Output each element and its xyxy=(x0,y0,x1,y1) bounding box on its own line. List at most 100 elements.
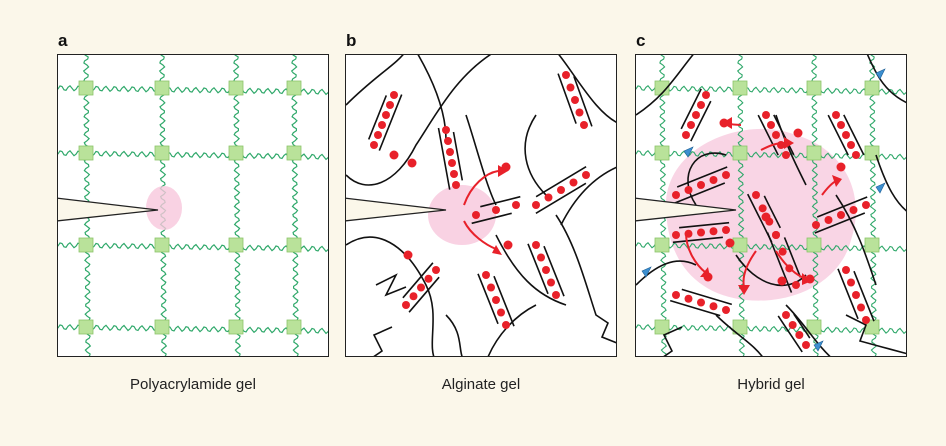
alginate-chain xyxy=(680,88,702,130)
calcium-ion xyxy=(512,201,520,209)
calcium-ion xyxy=(382,111,390,119)
calcium-ion xyxy=(492,206,500,214)
calcium-ion xyxy=(544,193,553,202)
calcium-ion xyxy=(837,211,845,219)
calcium-ion xyxy=(402,301,410,309)
damage-zone xyxy=(146,186,182,230)
calcium-ion xyxy=(448,159,456,167)
crosslink-square xyxy=(732,80,748,96)
alginate-chain xyxy=(573,76,593,127)
crosslink-square xyxy=(654,80,670,96)
alginate-chain xyxy=(346,236,435,356)
crosslink-square xyxy=(654,145,670,161)
alginate-chain xyxy=(555,214,616,344)
calcium-ion xyxy=(697,181,705,189)
calcium-ion xyxy=(692,111,700,119)
calcium-ion xyxy=(386,101,394,109)
panel-polyacrylamide xyxy=(57,54,329,357)
covalent-crosslink xyxy=(875,68,886,80)
calcium-ion xyxy=(424,274,433,283)
alginate-chain xyxy=(866,55,906,104)
alginate-chain xyxy=(669,299,721,317)
calcium-ion xyxy=(758,204,767,213)
calcium-ion xyxy=(802,341,810,349)
calcium-ion xyxy=(772,231,780,239)
calcium-ion xyxy=(407,158,417,168)
crosslink-square xyxy=(154,319,170,335)
ion-motion-arrow xyxy=(463,170,499,206)
crosslink-square xyxy=(732,145,748,161)
calcium-ion xyxy=(762,111,770,119)
calcium-ion xyxy=(793,128,803,138)
polyacrylamide-chain xyxy=(868,55,878,356)
crosslink-square xyxy=(78,237,94,253)
alginate-chain xyxy=(875,154,906,212)
calcium-ion xyxy=(580,121,588,129)
calcium-ion xyxy=(862,316,870,324)
calcium-ion xyxy=(403,250,413,260)
alginate-chain xyxy=(775,114,807,186)
alginate-chain xyxy=(378,94,403,151)
calcium-ion xyxy=(767,121,775,129)
crosslink-square xyxy=(228,80,244,96)
calcium-ion xyxy=(566,83,575,92)
alginate-chain xyxy=(452,131,464,181)
crosslink-square xyxy=(654,237,670,253)
arrowhead xyxy=(498,165,508,177)
alginate-chain xyxy=(346,55,492,186)
alginate-chain xyxy=(746,193,773,243)
alginate-chain xyxy=(560,166,616,226)
polyacrylamide-chain xyxy=(232,55,242,356)
alginate-chain xyxy=(557,73,577,124)
calcium-ion xyxy=(709,302,718,311)
alginate-chain xyxy=(477,273,499,325)
damage-zone xyxy=(428,185,496,245)
polyacrylamide-chain xyxy=(290,55,300,356)
calcium-ion xyxy=(782,151,790,159)
calcium-ion xyxy=(502,321,510,329)
ion-motion-arrow xyxy=(760,142,787,151)
calcium-ion xyxy=(452,181,460,189)
crosslink-square xyxy=(806,80,822,96)
alginate-chain xyxy=(480,195,521,208)
calcium-ion xyxy=(761,212,771,222)
crack-notch xyxy=(58,197,159,222)
caption-hybrid: Hybrid gel xyxy=(737,376,805,393)
calcium-ion xyxy=(782,311,790,319)
crosslink-square xyxy=(154,237,170,253)
alginate-chain xyxy=(816,196,868,218)
calcium-ion xyxy=(417,283,425,292)
arrowhead xyxy=(832,175,842,187)
calcium-ion xyxy=(697,298,705,307)
calcium-ion xyxy=(492,296,500,304)
alginate-chain xyxy=(527,243,549,295)
crosslink-square xyxy=(78,319,94,335)
calcium-ion xyxy=(472,211,480,219)
crosslink-square xyxy=(864,80,880,96)
alginate-chain xyxy=(783,237,802,278)
calcium-ion xyxy=(722,226,730,234)
hybrid-network xyxy=(636,55,906,356)
calcium-ion xyxy=(378,121,386,129)
calcium-ion xyxy=(446,148,454,156)
calcium-ion xyxy=(842,266,850,274)
alginate-chain xyxy=(845,314,906,355)
calcium-ion xyxy=(672,291,680,299)
polyacrylamide-chain xyxy=(810,55,820,356)
calcium-ion xyxy=(569,178,578,187)
calcium-ion xyxy=(442,126,450,134)
calcium-ion xyxy=(432,266,440,274)
ion-motion-arrow xyxy=(742,250,757,288)
alginate-chain xyxy=(674,182,726,204)
calcium-ion xyxy=(777,276,787,286)
alginate-chain xyxy=(558,55,616,123)
calcium-ion xyxy=(852,291,860,299)
crosslink-square xyxy=(228,237,244,253)
calcium-ion xyxy=(532,201,540,209)
panel-letter-b: b xyxy=(346,31,357,50)
crosslink-square xyxy=(286,237,302,253)
calcium-ion xyxy=(532,241,540,249)
calcium-ion xyxy=(836,162,846,172)
alginate-chain xyxy=(687,152,727,206)
alginate-chain xyxy=(465,114,497,206)
